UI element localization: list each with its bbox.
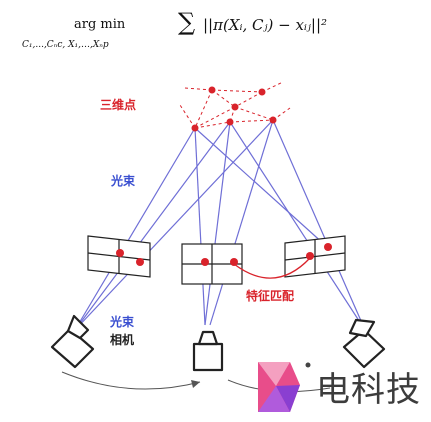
watermark-text: 电科技	[316, 370, 421, 410]
label-rays-top: 光束	[111, 174, 136, 188]
rays	[74, 119, 366, 331]
image-point	[116, 249, 124, 257]
image-point	[324, 243, 332, 251]
label-3d-points: 三维点	[100, 98, 137, 112]
ray	[194, 127, 326, 246]
3d-point	[208, 86, 216, 94]
ray	[74, 121, 231, 331]
camera-left-icon	[50, 314, 95, 369]
point-cloud-links	[179, 81, 291, 129]
ray	[204, 121, 231, 326]
image-point	[230, 258, 238, 266]
3d-point	[231, 103, 239, 111]
camera-middle-icon	[192, 330, 224, 372]
image-point	[136, 258, 144, 266]
formula-sum-symbol: ∑	[178, 8, 196, 36]
camera-right-icon	[342, 318, 386, 369]
formula-argmin-subscript: C₁,...,Cₙc, X₁,…,Xₙp	[22, 40, 109, 50]
ray	[272, 119, 366, 331]
camera-motion-curve	[61, 371, 201, 390]
image-plane-middle	[181, 243, 243, 285]
feature-match-arc	[233, 257, 311, 279]
3d-point	[269, 116, 277, 124]
label-cameras: 相机	[110, 333, 135, 347]
ray	[194, 127, 206, 326]
formula-expression: ||π(Xᵢ, Cⱼ) − xᵢⱼ||²	[203, 16, 328, 34]
formula-argmin: arg min	[74, 17, 126, 32]
image-point	[306, 252, 314, 260]
3d-point	[226, 118, 234, 126]
image-point	[201, 258, 209, 266]
3d-points	[191, 86, 277, 132]
image-points	[116, 243, 332, 266]
ray	[74, 119, 274, 331]
label-rays-bottom: 光束	[110, 315, 135, 329]
camera-motion-arrowhead	[191, 380, 200, 388]
ray	[229, 121, 366, 331]
label-feature-match: 特征匹配	[246, 289, 295, 303]
ray	[209, 119, 274, 326]
3d-point	[258, 88, 266, 96]
watermark-logo-icon	[258, 362, 311, 412]
ray	[74, 127, 196, 331]
3d-point	[191, 124, 199, 132]
